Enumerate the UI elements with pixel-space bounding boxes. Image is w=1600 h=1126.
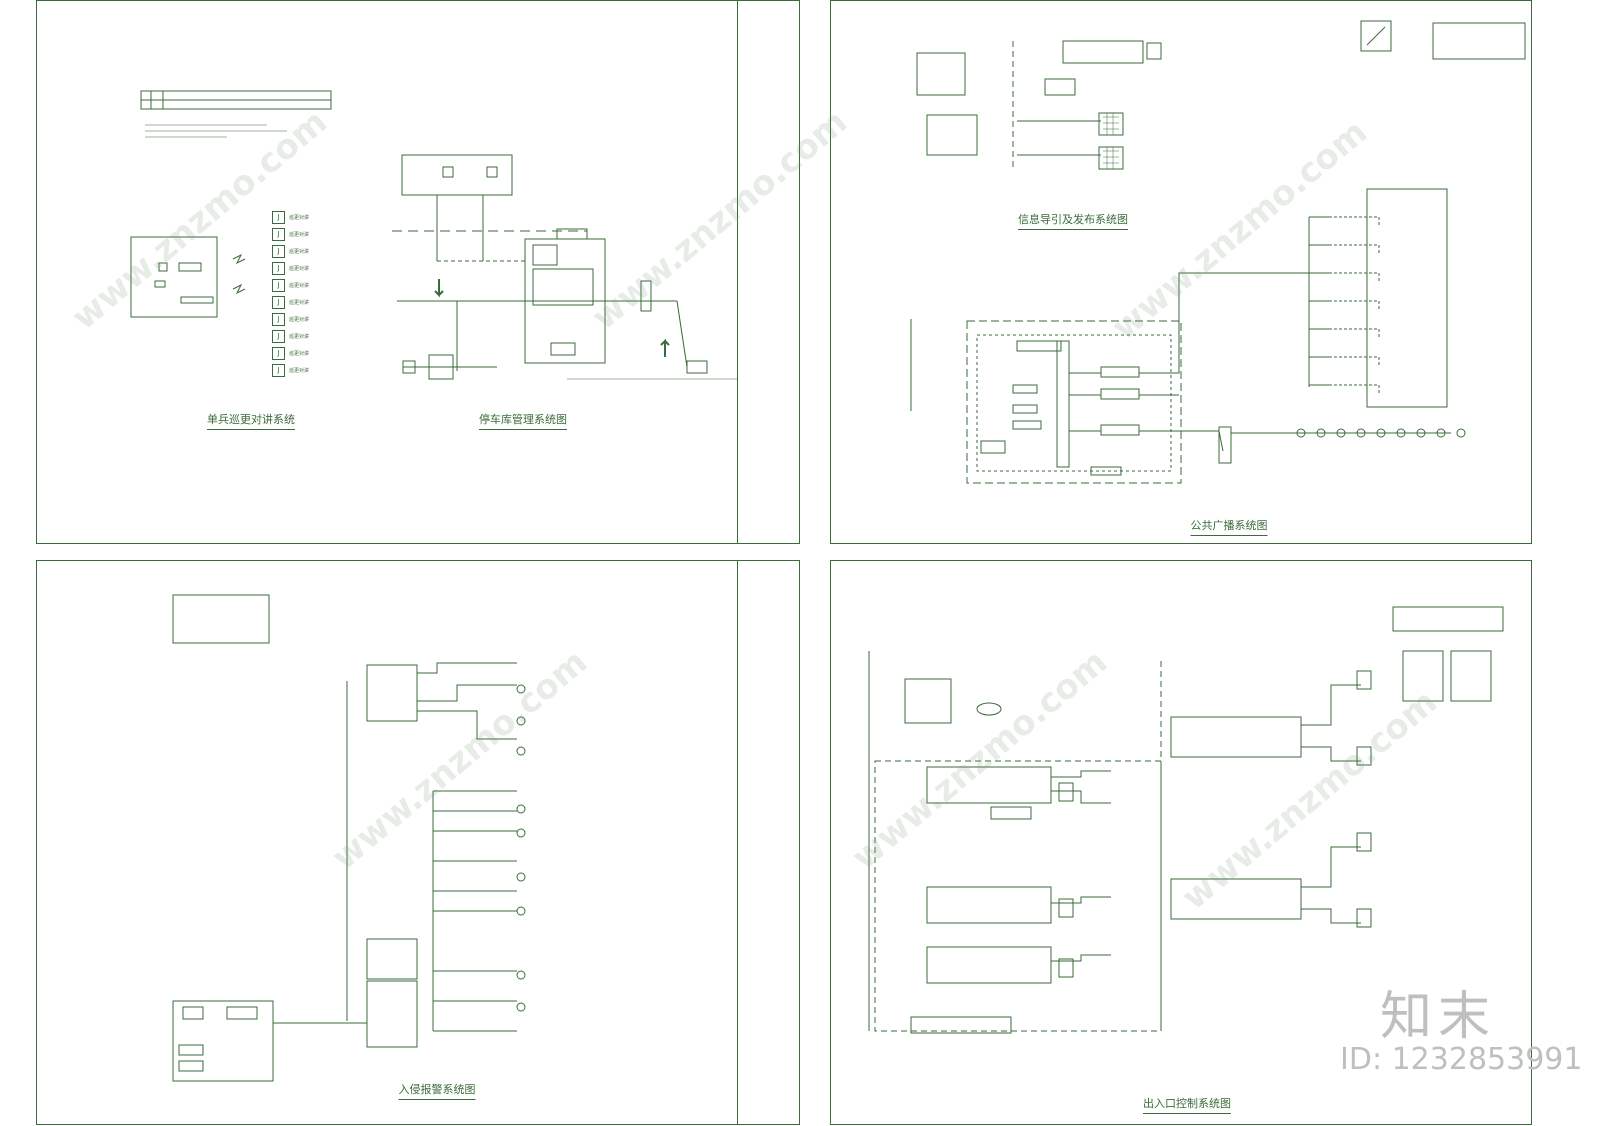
intercom-row: J 巡更对讲 xyxy=(272,328,332,345)
intercom-label: 巡更对讲 xyxy=(289,249,310,255)
intercom-label: 巡更对讲 xyxy=(289,300,310,306)
intercom-row: J 巡更对讲 xyxy=(272,209,332,226)
intercom-marker: J xyxy=(272,330,285,343)
intercom-marker: J xyxy=(272,211,285,224)
intercom-list: J 巡更对讲 J 巡更对讲 J 巡更对讲 J 巡更对讲 J 巡更对讲 J 巡更对… xyxy=(272,209,332,379)
intercom-row: J 巡更对讲 xyxy=(272,260,332,277)
intercom-marker: J xyxy=(272,296,285,309)
sheet-top-right: 信息导引及发布系统图 公共广播系统图 xyxy=(830,0,1532,544)
brand-logo-text: 知末 xyxy=(1380,987,1497,1047)
intercom-marker: J xyxy=(272,279,285,292)
intercom-label: 巡更对讲 xyxy=(289,283,310,289)
diagram-access-control xyxy=(868,606,1504,1034)
intercom-label: 巡更对讲 xyxy=(289,266,310,272)
intercom-row: J 巡更对讲 xyxy=(272,311,332,328)
intercom-marker: J xyxy=(272,228,285,241)
intercom-row: J 巡更对讲 xyxy=(272,294,332,311)
intercom-label: 巡更对讲 xyxy=(289,368,310,374)
intercom-marker: J xyxy=(272,313,285,326)
intercom-marker: J xyxy=(272,245,285,258)
diagram-title-info-guidance: 信息导引及发布系统图 xyxy=(1018,213,1128,230)
diagram-title-access-control: 出入口控制系统图 xyxy=(1143,1097,1231,1114)
intercom-row: J 巡更对讲 xyxy=(272,362,332,379)
diagram-info-broadcast xyxy=(910,20,1526,484)
diagram-intrusion-alarm xyxy=(172,594,526,1082)
title-block-divider xyxy=(737,1,738,543)
diagram-title-parking: 停车库管理系统图 xyxy=(479,413,567,430)
image-id-text: ID: 1232853991 xyxy=(1340,1042,1583,1077)
intercom-label: 巡更对讲 xyxy=(289,317,310,323)
intercom-label: 巡更对讲 xyxy=(289,334,310,340)
intercom-marker: J xyxy=(272,347,285,360)
intercom-label: 巡更对讲 xyxy=(289,351,310,357)
diagram-title-public-broadcast: 公共广播系统图 xyxy=(1190,519,1268,536)
sheet-bottom-left: 入侵报警系统图 xyxy=(36,560,800,1125)
intercom-label: 巡更对讲 xyxy=(289,215,310,221)
intercom-marker: J xyxy=(272,364,285,377)
diagram-title-patrol-intercom: 单兵巡更对讲系统 xyxy=(207,413,295,430)
intercom-row: J 巡更对讲 xyxy=(272,243,332,260)
diagram-patrol-parking xyxy=(130,90,737,380)
sheet-bottom-right: 出入口控制系统图 xyxy=(830,560,1532,1125)
intercom-row: J 巡更对讲 xyxy=(272,226,332,243)
diagram-title-intrusion-alarm: 入侵报警系统图 xyxy=(398,1083,476,1100)
intercom-row: J 巡更对讲 xyxy=(272,277,332,294)
intercom-marker: J xyxy=(272,262,285,275)
sheet-top-left: J 巡更对讲 J 巡更对讲 J 巡更对讲 J 巡更对讲 J 巡更对讲 J 巡更对… xyxy=(36,0,800,544)
intercom-label: 巡更对讲 xyxy=(289,232,310,238)
title-block-divider xyxy=(737,561,738,1124)
intercom-row: J 巡更对讲 xyxy=(272,345,332,362)
